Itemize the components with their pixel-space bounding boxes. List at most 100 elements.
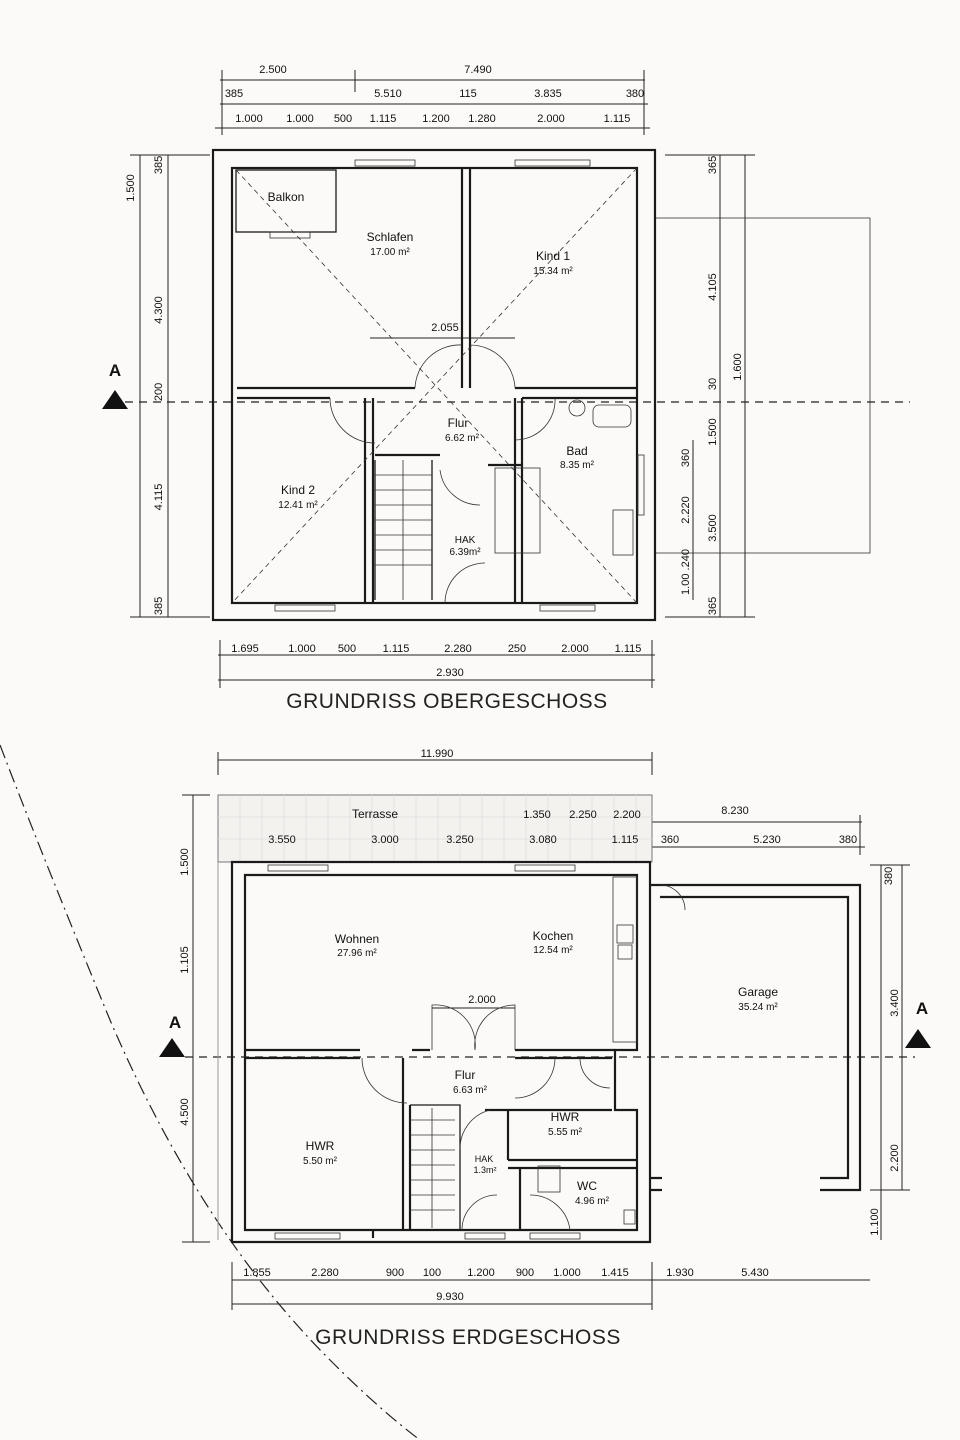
room-area: 12.41 m² — [278, 500, 318, 511]
section-marker-label: A — [109, 361, 121, 380]
dim-label: 1.200 — [422, 113, 450, 125]
dim-label: 2.280 — [444, 643, 472, 655]
upper-floor-plan: Balkon Schlafen 17.00 m² Kind 1 15.34 m²… — [102, 64, 910, 713]
upper-floor-title: GRUNDRISS OBERGESCHOSS — [286, 690, 607, 713]
dim-label: 3.080 — [529, 834, 557, 846]
shower-tray-icon — [592, 404, 632, 428]
dim-label: 5.230 — [753, 834, 781, 846]
room-name: HAK — [475, 1154, 494, 1164]
dim-label: 1.280 — [468, 113, 496, 125]
ground-floor-title: GRUNDRISS ERDGESCHOSS — [315, 1326, 621, 1349]
dim-label: 8.230 — [721, 805, 749, 817]
dim-label: 1.000 — [235, 113, 263, 125]
dim-label: 3.400 — [889, 989, 901, 1017]
dim-label: 1.000 — [553, 1267, 581, 1279]
dim-label: 900 — [516, 1267, 534, 1279]
section-marker-icon — [102, 390, 128, 409]
door-swings — [361, 884, 686, 1231]
room-area: 6.62 m² — [445, 433, 480, 444]
dim-label: 2.200 — [889, 1144, 901, 1172]
dim-label: 100 — [423, 1267, 441, 1279]
room-name: Flur — [448, 416, 469, 430]
dim-label: 1.200 — [467, 1267, 495, 1279]
dim-label: 1.115 — [615, 643, 642, 655]
dim-label: 500 — [338, 643, 356, 655]
room-area: 1.3m² — [473, 1165, 496, 1175]
dim-label: 1.000 — [288, 643, 316, 655]
section-marker-icon — [905, 1029, 931, 1048]
dim-label: 385 — [153, 597, 165, 615]
room-name: HWR — [551, 1110, 580, 1124]
dim-label: 4.500 — [179, 1098, 191, 1126]
room-area: 4.96 m² — [575, 1196, 610, 1207]
dim-label: 380 — [883, 867, 895, 885]
section-marker-icon — [159, 1038, 185, 1057]
dim-label: 115 — [459, 88, 477, 100]
windows-ground — [267, 864, 581, 1240]
dim-label: 3.000 — [371, 834, 399, 846]
dim-label: 2.280 — [311, 1267, 339, 1279]
stairs-upper — [375, 460, 432, 600]
dim-label: 2.500 — [259, 64, 287, 76]
sink-icon — [616, 924, 634, 944]
room-area: 12.54 m² — [533, 945, 573, 956]
dim-label: 3.250 — [446, 834, 474, 846]
toilet-icon — [568, 399, 586, 417]
dim-label: 380 — [839, 834, 857, 846]
room-name: Terrasse — [352, 807, 398, 821]
dim-label: 1.500 — [179, 848, 191, 876]
dim-label: 1.415 — [601, 1267, 629, 1279]
dim-label: 2.000 — [537, 113, 565, 125]
windows-upper — [269, 159, 645, 612]
dim-label: 3.500 — [707, 514, 719, 542]
dim-label: 385 — [153, 156, 165, 174]
dim-label: 1.930 — [666, 1267, 694, 1279]
room-name: Kind 1 — [536, 249, 570, 263]
dim-label: 7.490 — [464, 64, 492, 76]
dim-label: 1.115 — [612, 834, 639, 846]
dim-label: 1.600 — [732, 353, 744, 381]
dim-label: 1.500 — [125, 174, 137, 202]
dim-label: 1.000 — [286, 113, 314, 125]
sinks-icon — [612, 509, 634, 556]
dim-label: 9.930 — [436, 1291, 464, 1303]
dim-label: 1.00 .240 — [680, 549, 692, 595]
room-name: WC — [577, 1179, 597, 1193]
room-area: 17.00 m² — [370, 247, 410, 258]
door-swings — [329, 344, 556, 604]
dim-label: 2.200 — [613, 809, 641, 821]
upper-dimension-lines — [130, 70, 871, 688]
dim-label: 2.220 — [680, 496, 692, 524]
dim-label: 1.100 — [869, 1208, 881, 1236]
room-area: 35.24 m² — [738, 1002, 778, 1013]
dim-label: 900 — [386, 1267, 404, 1279]
room-area: 27.96 m² — [337, 948, 377, 959]
dim-label: 2.930 — [436, 667, 464, 679]
dim-label: 2.000 — [561, 643, 589, 655]
dim-label: 1.350 — [523, 809, 551, 821]
dim-label: 1.695 — [231, 643, 259, 655]
room-name: Schlafen — [367, 230, 414, 244]
room-area: 5.50 m² — [303, 1156, 338, 1167]
stove-icon — [617, 944, 633, 960]
dim-label: 1.105 — [179, 946, 191, 974]
dim-label: 1.855 — [243, 1267, 271, 1279]
room-area: 6.39m² — [449, 547, 481, 558]
room-name: Flur — [455, 1068, 476, 1082]
dim-label: 365 — [707, 597, 719, 615]
kitchen-counter — [612, 876, 638, 1043]
dim-label: 2.250 — [569, 809, 597, 821]
room-name: Wohnen — [335, 932, 379, 946]
dim-label: 2.000 — [468, 994, 496, 1006]
washbasin-icon — [623, 1209, 636, 1225]
room-area: 6.63 m² — [453, 1085, 488, 1096]
dim-label: 360 — [680, 449, 692, 467]
dim-label: 1.115 — [370, 113, 397, 125]
dim-label: 4.115 — [153, 484, 165, 511]
terrace — [217, 794, 653, 1240]
dim-label: 3.550 — [268, 834, 296, 846]
stairs-ground — [410, 1108, 455, 1228]
bathtub-icon — [494, 467, 541, 554]
ground-floor-plan: Terrasse Wohnen 27.96 m² Kochen 12.54 m²… — [159, 748, 931, 1349]
